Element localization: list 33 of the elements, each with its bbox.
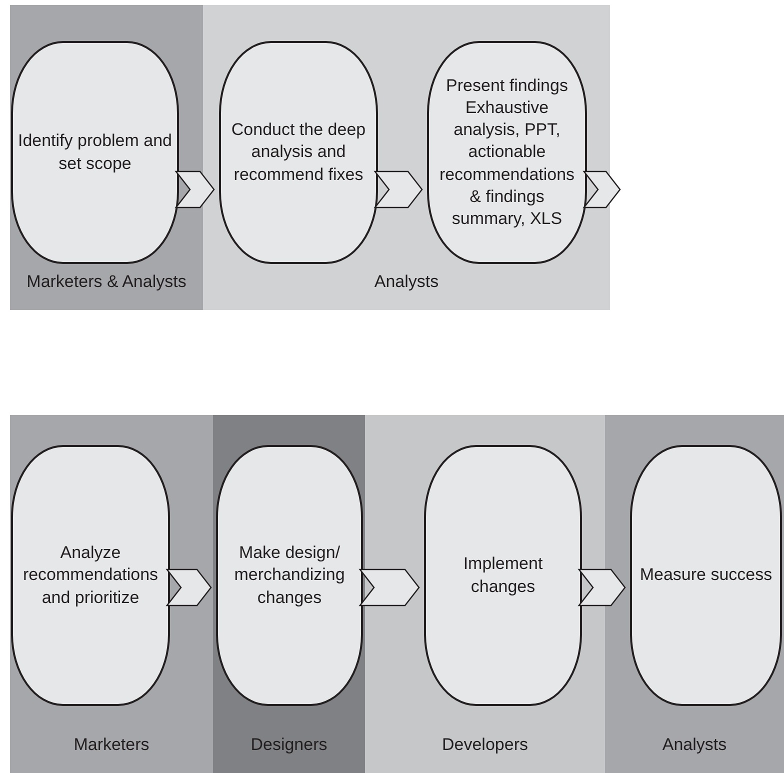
process-box [216,445,363,706]
lane-band [213,415,365,773]
lane-band [10,415,213,773]
process-box [427,41,587,264]
role-label: Marketers [74,734,150,755]
process-box [11,41,179,264]
process-box [11,445,170,706]
step-text: Measure success [640,564,772,586]
step-text: Identify problem and set scope [17,130,173,174]
step-text: Conduct the deep analysis and recommend fixes [230,119,367,186]
role-label: Analysts [662,734,727,755]
chevron-arrow [374,170,423,208]
role-label: Marketers & Analysts [26,270,186,292]
role-label: Developers [442,734,528,755]
process-box [630,445,782,706]
step-text: Make design/ merchandizing changes [233,542,346,609]
lane-band [365,415,605,773]
role-label: Analysts [374,270,439,292]
chevron-arrow [358,568,420,606]
step-text: Implement changes [462,553,544,598]
chevron-arrow [582,170,621,208]
chevron-arrow [174,170,215,208]
lane-band [605,415,784,773]
chevron-arrow [166,568,212,606]
process-box [219,41,378,264]
lane-band [10,5,203,310]
step-text: Exhaustive analysis, PPT, actionable recommendations & findings summary, XLS [438,97,576,230]
process-box [424,445,582,706]
role-label: Designers [250,734,328,755]
step-text: Present findings [446,75,568,98]
step-text: Analyze recommendations and prioritize [22,542,160,609]
chevron-arrow [578,568,626,606]
lane-band [203,5,610,310]
